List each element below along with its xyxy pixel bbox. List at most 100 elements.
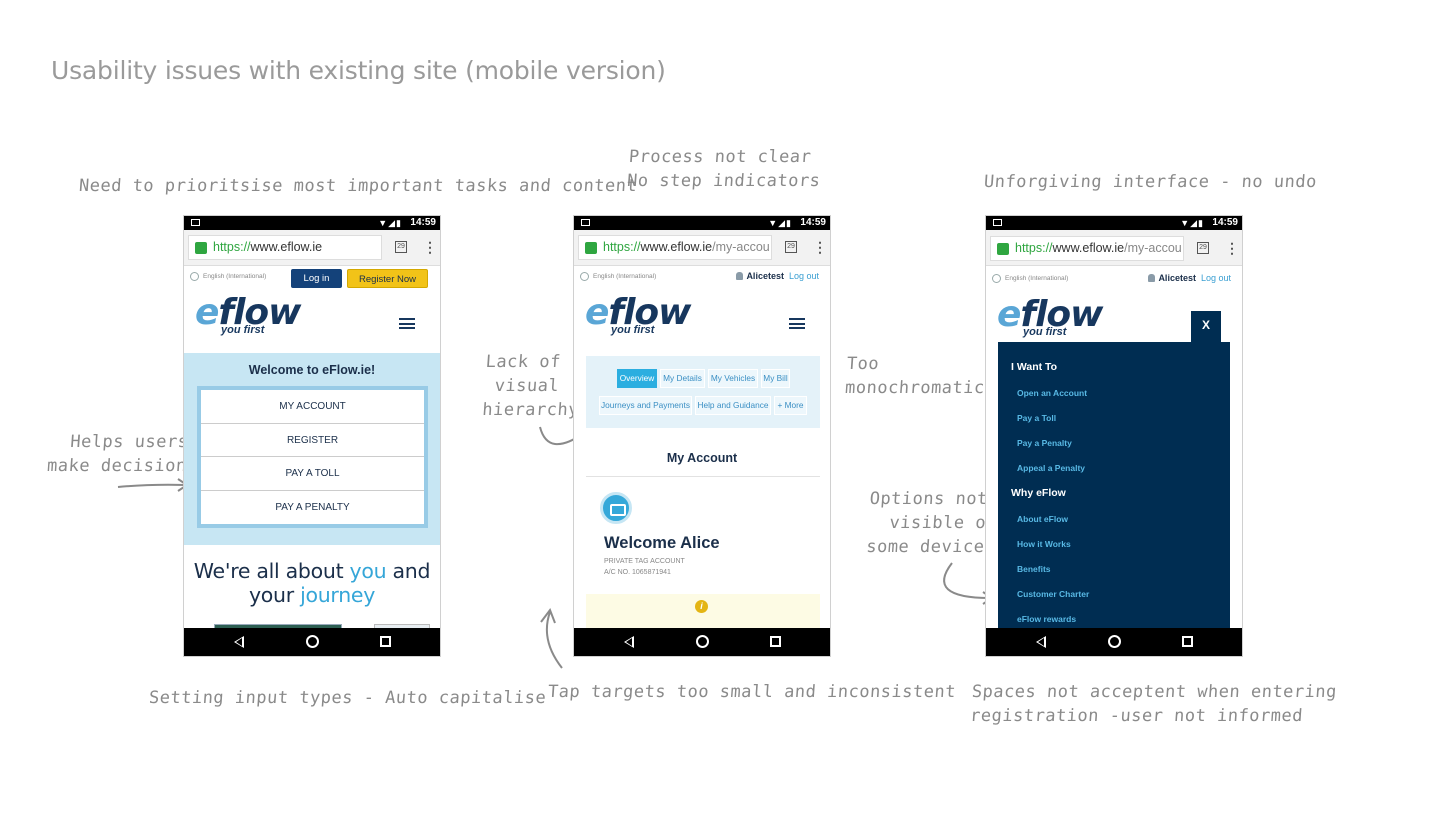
globe-icon	[992, 274, 1001, 283]
tab-count-button[interactable]: 29	[785, 241, 797, 253]
account-tabs: Overview My Details My Vehicles My Bill …	[586, 356, 820, 428]
back-icon[interactable]	[234, 636, 244, 648]
signal-icons: ▼◢▮	[768, 218, 792, 228]
tab-overview[interactable]: Overview	[617, 369, 657, 388]
eflow-logo[interactable]: eflow	[585, 292, 691, 333]
menu-link-how-it-works[interactable]: How it Works	[1017, 539, 1071, 549]
globe-icon	[580, 272, 589, 281]
tab-my-vehicles[interactable]: My Vehicles	[708, 369, 758, 388]
status-time: 14:59	[800, 217, 826, 228]
username: Alicetest	[1158, 273, 1196, 283]
quick-links-list: MY ACCOUNT REGISTER PAY A TOLL PAY A PEN…	[197, 386, 428, 528]
menu-link-benefits[interactable]: Benefits	[1017, 564, 1051, 574]
tab-journeys-payments[interactable]: Journeys and Payments	[599, 396, 692, 415]
user-bar: Alicetest Log out	[1148, 273, 1231, 283]
recent-apps-icon[interactable]	[380, 636, 391, 647]
language-selector[interactable]: English (International)	[992, 274, 1068, 283]
login-button[interactable]: Log in	[291, 269, 342, 288]
recent-apps-icon[interactable]	[1182, 636, 1193, 647]
quick-link-pay-toll[interactable]: PAY A TOLL	[201, 457, 424, 491]
url-host: www.eflow.ie	[640, 240, 713, 254]
tab-count-button[interactable]: 29	[1197, 242, 1209, 254]
logo-e: e	[195, 292, 219, 333]
url-field[interactable]: https://www.eflow.ie/my-accou	[578, 235, 772, 260]
arrow-options	[943, 562, 991, 599]
mail-icon	[581, 219, 590, 226]
menu-link-pay-toll[interactable]: Pay a Toll	[1017, 413, 1057, 423]
close-menu-button[interactable]: X	[1191, 311, 1221, 342]
arrow-tap-targets	[546, 611, 563, 669]
url-scheme: https://	[1015, 241, 1053, 255]
tab-help-guidance[interactable]: Help and Guidance	[695, 396, 771, 415]
account-type: PRIVATE TAG ACCOUNT	[604, 558, 685, 565]
url-field[interactable]: https://www.eflow.ie	[188, 235, 382, 260]
eflow-logo[interactable]: eflow	[195, 292, 301, 333]
menu-heading-i-want-to[interactable]: I Want To	[1011, 361, 1058, 373]
eflow-logo[interactable]: eflow	[997, 294, 1103, 335]
tab-my-bill[interactable]: My Bill	[761, 369, 790, 388]
overflow-menu-icon[interactable]: ⋮	[813, 239, 827, 255]
overflow-menu-icon[interactable]: ⋮	[423, 239, 437, 255]
android-nav-bar	[184, 628, 440, 656]
register-button[interactable]: Register Now	[347, 269, 428, 288]
hamburger-menu-icon[interactable]	[789, 318, 805, 329]
url-host: www.eflow.ie	[250, 240, 323, 254]
hero-text-2: and	[386, 559, 431, 583]
logo-text: flow	[608, 292, 691, 333]
url-scheme: https://	[603, 240, 641, 254]
logout-link[interactable]: Log out	[1200, 273, 1231, 283]
quick-link-pay-penalty[interactable]: PAY A PENALTY	[275, 501, 350, 513]
quick-link-register[interactable]: REGISTER	[201, 424, 424, 457]
logo-e: e	[997, 294, 1021, 335]
url-path: /my-accou	[1124, 241, 1182, 255]
language-selector[interactable]: English (International)	[190, 272, 266, 281]
menu-link-open-account[interactable]: Open an Account	[1017, 388, 1088, 398]
logo-text: flow	[1020, 294, 1103, 335]
status-bar: ▼◢▮ 14:59	[986, 216, 1242, 230]
back-icon[interactable]	[624, 636, 634, 648]
recent-apps-icon[interactable]	[770, 636, 781, 647]
tab-my-details[interactable]: My Details	[660, 369, 705, 388]
hamburger-menu-icon[interactable]	[399, 318, 415, 329]
logo-text: flow	[218, 292, 301, 333]
menu-link-rewards[interactable]: eFlow rewards	[1017, 614, 1077, 624]
language-label: English (International)	[203, 273, 267, 281]
welcome-title: Welcome to eFlow.ie!	[248, 363, 376, 377]
menu-link-pay-penalty[interactable]: Pay a Penalty	[1017, 438, 1072, 448]
logout-link[interactable]: Log out	[788, 271, 819, 281]
logo-tagline: you first	[221, 324, 265, 336]
user-icon	[1148, 274, 1156, 282]
url-host: www.eflow.ie	[1052, 241, 1125, 255]
welcome-panel: Welcome to eFlow.ie! MY ACCOUNT REGISTER…	[184, 353, 440, 545]
lock-icon	[195, 242, 207, 254]
language-label: English (International)	[593, 273, 657, 281]
lock-icon	[997, 243, 1009, 255]
language-selector[interactable]: English (International)	[580, 272, 656, 281]
tab-more[interactable]: + More	[774, 396, 807, 415]
home-icon[interactable]	[1108, 635, 1121, 648]
mail-icon	[191, 219, 200, 226]
status-time: 14:59	[1212, 217, 1238, 228]
menu-heading-why-eflow[interactable]: Why eFlow	[1011, 487, 1066, 499]
menu-link-about[interactable]: About eFlow	[1017, 514, 1068, 524]
signal-icons: ▼◢▮	[1180, 218, 1204, 228]
quick-link-my-account[interactable]: MY ACCOUNT	[201, 390, 424, 424]
menu-link-appeal-penalty[interactable]: Appeal a Penalty	[1017, 463, 1086, 473]
hero-heading: We're all about you and your journey	[184, 559, 440, 607]
back-icon[interactable]	[1036, 636, 1046, 648]
home-icon[interactable]	[696, 635, 709, 648]
welcome-name: Welcome Alice	[604, 534, 720, 552]
hero-text-3: your	[248, 583, 301, 607]
logo-tagline: you first	[611, 324, 655, 336]
menu-link-customer-charter[interactable]: Customer Charter	[1017, 589, 1090, 599]
status-bar: ▼◢▮ 14:59	[184, 216, 440, 230]
tab-count-button[interactable]: 29	[395, 241, 407, 253]
overflow-menu-icon[interactable]: ⋮	[1225, 240, 1239, 256]
url-field[interactable]: https://www.eflow.ie/my-accou	[990, 236, 1184, 261]
lock-icon	[585, 242, 597, 254]
home-icon[interactable]	[306, 635, 319, 648]
hero-text-1: We're all about	[193, 559, 350, 583]
browser-toolbar: https://www.eflow.ie 29 ⋮	[184, 230, 440, 266]
globe-icon	[190, 272, 199, 281]
page-heading: My Account	[666, 451, 738, 465]
